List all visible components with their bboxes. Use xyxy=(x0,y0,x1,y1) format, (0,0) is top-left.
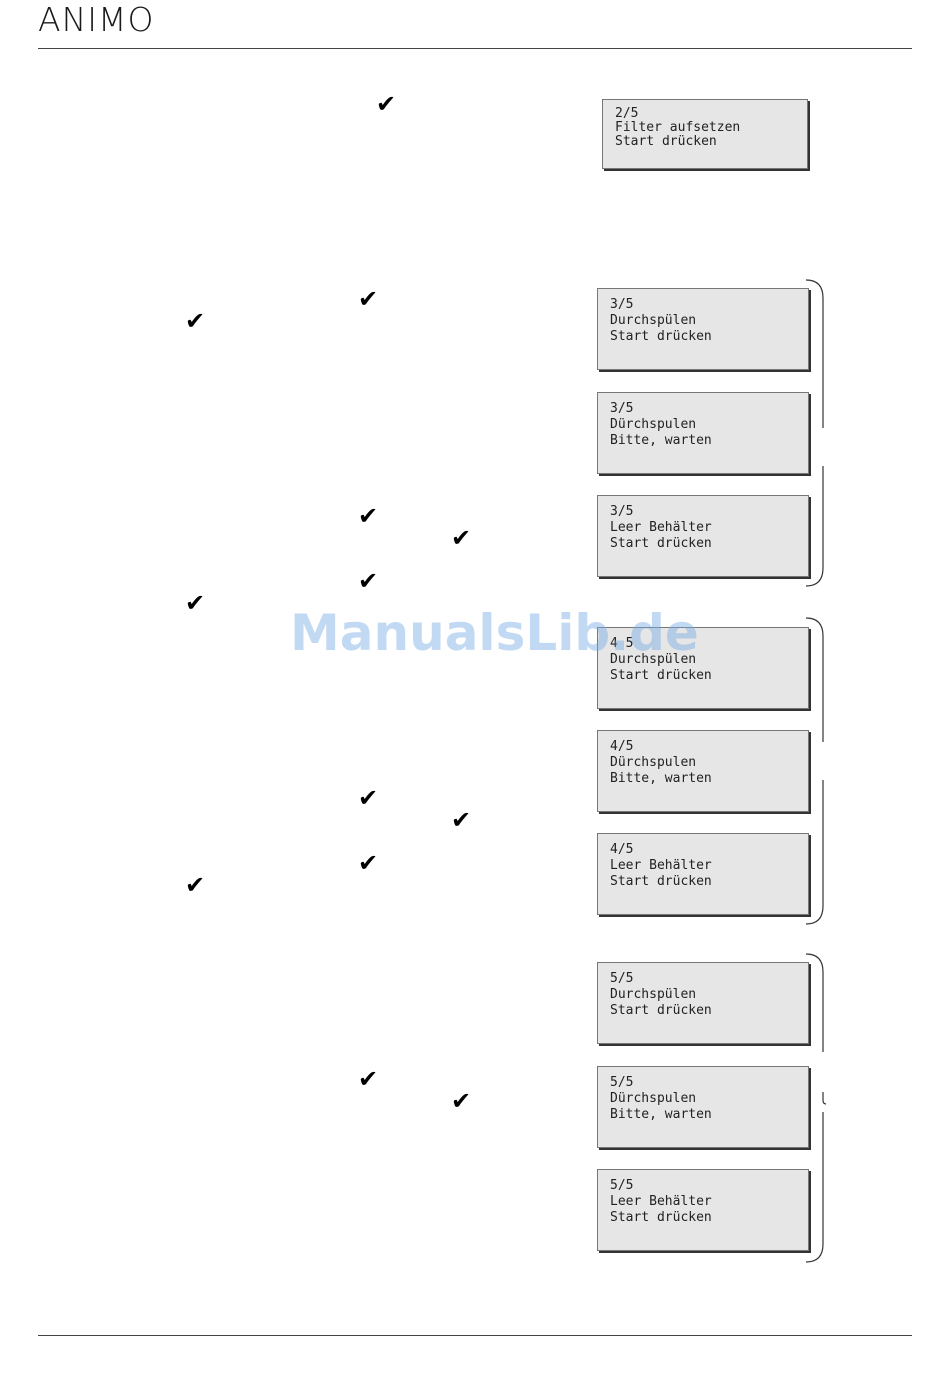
lcd-line: 4 5 xyxy=(610,636,634,651)
header-divider xyxy=(38,48,912,49)
check-mark-icon: ✔ xyxy=(185,307,206,335)
lcd-display: 3/5 Dürchspulen Bitte, warten xyxy=(597,392,809,474)
lcd-line: Bitte, warten xyxy=(610,433,712,448)
lcd-line: Start drücken xyxy=(610,874,712,889)
lcd-line: Start drücken xyxy=(610,1210,712,1225)
bracket-line xyxy=(805,780,824,925)
bracket-line xyxy=(805,953,824,1052)
lcd-line: 5/5 xyxy=(610,1178,634,1193)
bracket-line xyxy=(822,1092,827,1105)
lcd-line: Bitte, warten xyxy=(610,1107,712,1122)
lcd-display: 4/5 Leer Behälter Start drücken xyxy=(597,833,809,915)
lcd-line: 5/5 xyxy=(610,971,634,986)
lcd-display: 5/5 Leer Behälter Start drücken xyxy=(597,1169,809,1251)
lcd-line: 3/5 xyxy=(610,504,634,519)
lcd-line: Start drücken xyxy=(610,536,712,551)
lcd-line: Leer Behälter xyxy=(610,1194,712,1209)
lcd-display: 3/5 Leer Behälter Start drücken xyxy=(597,495,809,577)
lcd-display: 5/5 Dürchspulen Bitte, warten xyxy=(597,1066,809,1148)
check-mark-icon: ✔ xyxy=(376,90,397,118)
check-mark-icon: ✔ xyxy=(358,784,379,812)
bracket-line xyxy=(805,1112,824,1263)
lcd-line: 4/5 xyxy=(610,739,634,754)
check-mark-icon: ✔ xyxy=(451,1087,472,1115)
bracket-line xyxy=(805,466,824,587)
lcd-line: 5/5 xyxy=(610,1075,634,1090)
lcd-line: Bitte, warten xyxy=(610,771,712,786)
footer-divider xyxy=(38,1335,912,1336)
lcd-line: Durchspülen xyxy=(610,652,697,667)
lcd-line: 3/5 xyxy=(610,297,634,312)
check-mark-icon: ✔ xyxy=(358,502,379,530)
lcd-line: Durchspülen xyxy=(610,987,697,1002)
check-mark-icon: ✔ xyxy=(185,871,206,899)
check-mark-icon: ✔ xyxy=(358,849,379,877)
lcd-line: Dürchspulen xyxy=(610,417,697,432)
lcd-line: 2/5 xyxy=(615,106,639,121)
lcd-display: 2/5 Filter aufsetzen Start drücken xyxy=(602,99,808,169)
check-mark-icon: ✔ xyxy=(358,285,379,313)
lcd-line: Start drücken xyxy=(610,329,712,344)
lcd-line: Filter aufsetzen xyxy=(615,120,741,135)
check-mark-icon: ✔ xyxy=(185,589,206,617)
bracket-line xyxy=(805,617,824,742)
lcd-display: 4/5 Dürchspulen Bitte, warten xyxy=(597,730,809,812)
lcd-display: 3/5 Durchspülen Start drücken xyxy=(597,288,809,370)
lcd-line: Leer Behälter xyxy=(610,858,712,873)
watermark: ManualsLib.de xyxy=(290,604,699,662)
lcd-display: 4 5 Durchspülen Start drücken xyxy=(597,627,809,709)
animo-logo: ANIMO xyxy=(38,0,155,39)
check-mark-icon: ✔ xyxy=(358,1065,379,1093)
check-mark-icon: ✔ xyxy=(358,567,379,595)
lcd-line: Start drücken xyxy=(610,668,712,683)
bracket-line xyxy=(805,279,824,428)
lcd-line: Dürchspulen xyxy=(610,755,697,770)
lcd-line: Start drücken xyxy=(610,1003,712,1018)
lcd-line: 4/5 xyxy=(610,842,634,857)
lcd-line: 3/5 xyxy=(610,401,634,416)
lcd-line: Durchspülen xyxy=(610,313,697,328)
check-mark-icon: ✔ xyxy=(451,806,472,834)
lcd-line: Dürchspulen xyxy=(610,1091,697,1106)
lcd-line: Leer Behälter xyxy=(610,520,712,535)
check-mark-icon: ✔ xyxy=(451,524,472,552)
lcd-line: Start drücken xyxy=(615,134,717,149)
lcd-display: 5/5 Durchspülen Start drücken xyxy=(597,962,809,1044)
